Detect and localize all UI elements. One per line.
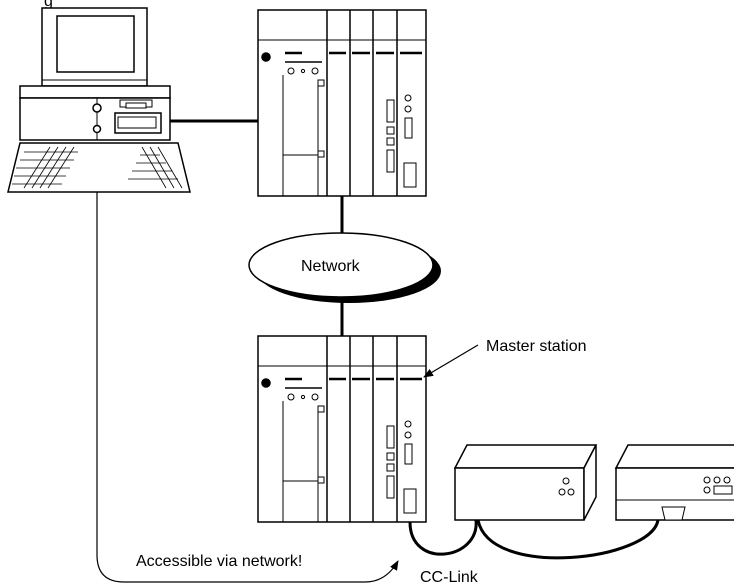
master-station-plc: [257, 335, 427, 523]
accessible-via-network-label: Accessible via network!: [136, 553, 302, 570]
network-label: Network: [301, 258, 361, 275]
cc-link-cable-2: [476, 519, 660, 560]
master-station-pointer: [423, 344, 479, 378]
top-plc: [257, 9, 427, 197]
top-left-partial-label: g: [44, 0, 53, 10]
remote-station-1: [453, 444, 598, 521]
personal-computer: [7, 7, 191, 193]
keyboard: [7, 142, 191, 193]
network-cloud: [248, 232, 441, 303]
master-station-label: Master station: [486, 338, 586, 355]
pc-base-unit: [19, 85, 171, 141]
network-access-path: [96, 192, 399, 583]
remote-station-2: [614, 444, 734, 521]
cc-link-cable: [408, 519, 478, 556]
cc-link-label: CC-Link: [420, 569, 479, 586]
monitor: [41, 7, 148, 87]
